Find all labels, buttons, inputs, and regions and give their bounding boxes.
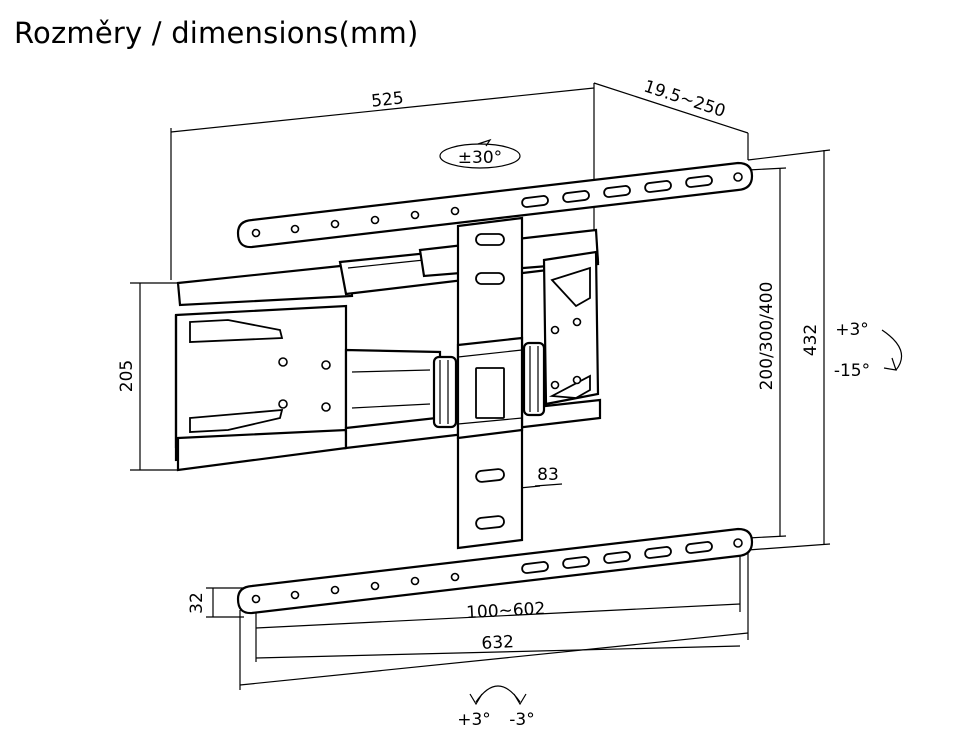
label-level-plus: +3° [457,710,491,730]
wall-plate [174,263,354,472]
label-vesa-horizontal: 100~602 [466,599,546,623]
top-rail [236,161,754,249]
level-arrow-icon [469,685,527,706]
label-tilt-down: -15° [834,361,870,381]
swivel-arrow-icon [439,138,521,169]
center-plate [456,216,524,550]
tilt-arrow-icon [881,329,903,371]
label-height-wallplate: 205 [117,360,137,392]
label-arm-width: 83 [537,465,559,485]
label-total-height: 432 [801,324,821,356]
label-rail-width: 632 [481,632,514,654]
label-depth: 19.5~250 [641,77,728,122]
label-vesa-vertical: 200/300/400 [757,282,777,391]
page-title: Rozměry / dimensions(mm) [14,16,419,50]
dimension-lines [130,82,831,690]
label-width-top: 525 [370,88,404,111]
label-swivel: ±30° [458,148,502,168]
bottom-rail [236,527,754,615]
label-level-minus: -3° [509,710,534,730]
label-rail-height: 32 [187,592,207,614]
label-tilt-up: +3° [835,320,869,340]
